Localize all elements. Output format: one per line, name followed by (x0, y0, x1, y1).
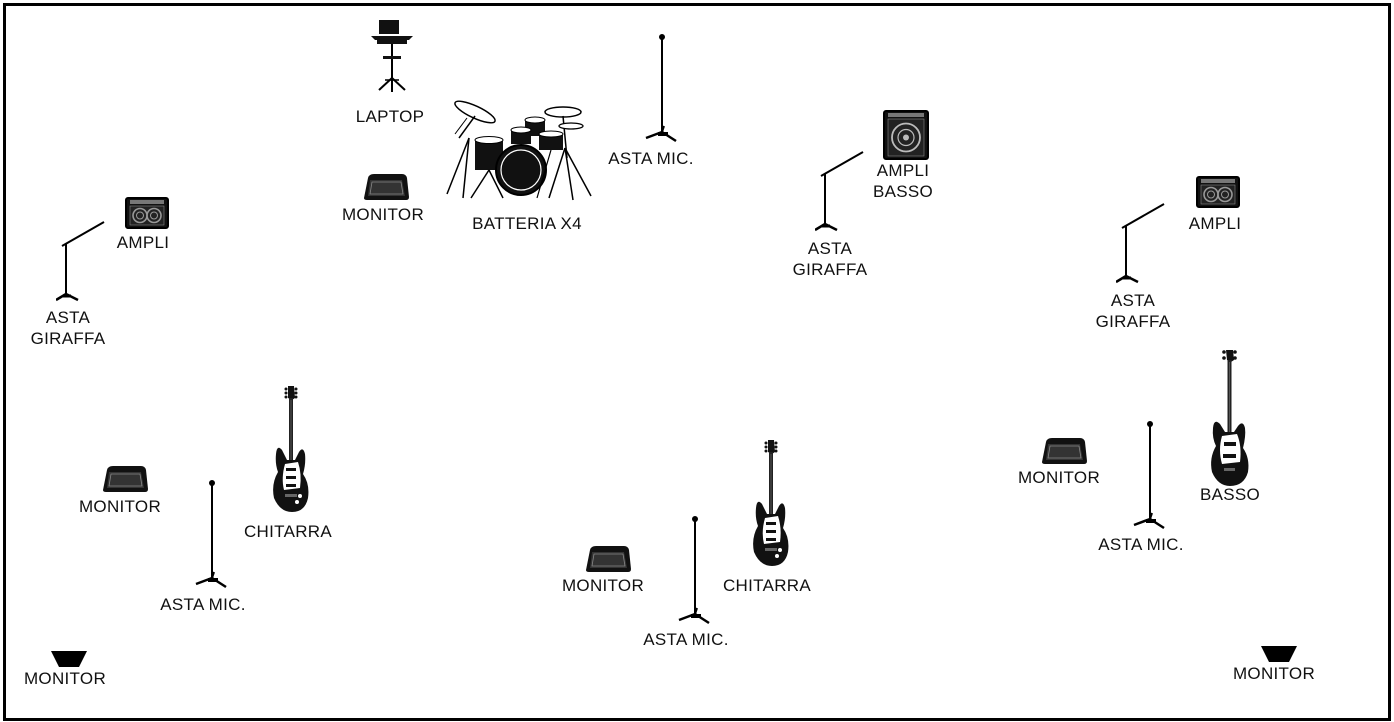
electric-guitar-icon (750, 438, 790, 568)
guitar-label: CHITARRA (722, 576, 812, 595)
monitor-label: MONITOR (561, 576, 645, 595)
amp-icon (1196, 176, 1240, 208)
wedge-monitor-icon (51, 651, 87, 667)
boom-stand-icon (1116, 202, 1166, 287)
monitor-label: MONITOR (23, 669, 107, 688)
drum-kit-icon (445, 98, 595, 208)
monitor-label: MONITOR (1017, 468, 1101, 487)
bass-label: BASSO (1199, 485, 1261, 504)
monitor-icon (584, 544, 632, 574)
laptop-stand-icon (369, 18, 415, 93)
mic-stand-icon (673, 516, 713, 626)
wedge-monitor-icon (1261, 646, 1297, 662)
mic-stand-label: ASTA MIC. (1098, 535, 1184, 554)
bass-amp-label: AMPLI BASSO (872, 161, 934, 201)
drums-label: BATTERIA X4 (472, 214, 582, 233)
amp-icon (125, 197, 169, 229)
amp-label: AMPLI (1188, 214, 1242, 233)
monitor-icon (101, 464, 149, 494)
boom-stand-icon (56, 220, 106, 305)
mic-stand-icon (640, 34, 680, 144)
amp-label: AMPLI (116, 233, 170, 252)
boom-stand-label: ASTA GIRAFFA (792, 239, 868, 279)
boom-stand-label: ASTA GIRAFFA (1095, 291, 1171, 331)
mic-stand-label: ASTA MIC. (608, 149, 694, 168)
mic-stand-icon (1128, 421, 1168, 531)
mic-stand-label: ASTA MIC. (643, 630, 729, 649)
monitor-label: MONITOR (1232, 664, 1316, 683)
guitar-label: CHITARRA (243, 522, 333, 541)
boom-stand-icon (815, 150, 865, 235)
monitor-label: MONITOR (78, 497, 162, 516)
electric-guitar-icon (270, 384, 310, 514)
boom-stand-label: ASTA GIRAFFA (30, 308, 106, 348)
monitor-icon (1040, 436, 1088, 466)
mic-stand-icon (190, 480, 230, 590)
bass-guitar-icon (1208, 348, 1252, 488)
bass-amp-icon (883, 110, 929, 160)
laptop-label: LAPTOP (355, 107, 425, 126)
stage-border (3, 3, 1391, 721)
monitor-icon (362, 172, 410, 202)
mic-stand-label: ASTA MIC. (160, 595, 246, 614)
monitor-label: MONITOR (341, 205, 425, 224)
